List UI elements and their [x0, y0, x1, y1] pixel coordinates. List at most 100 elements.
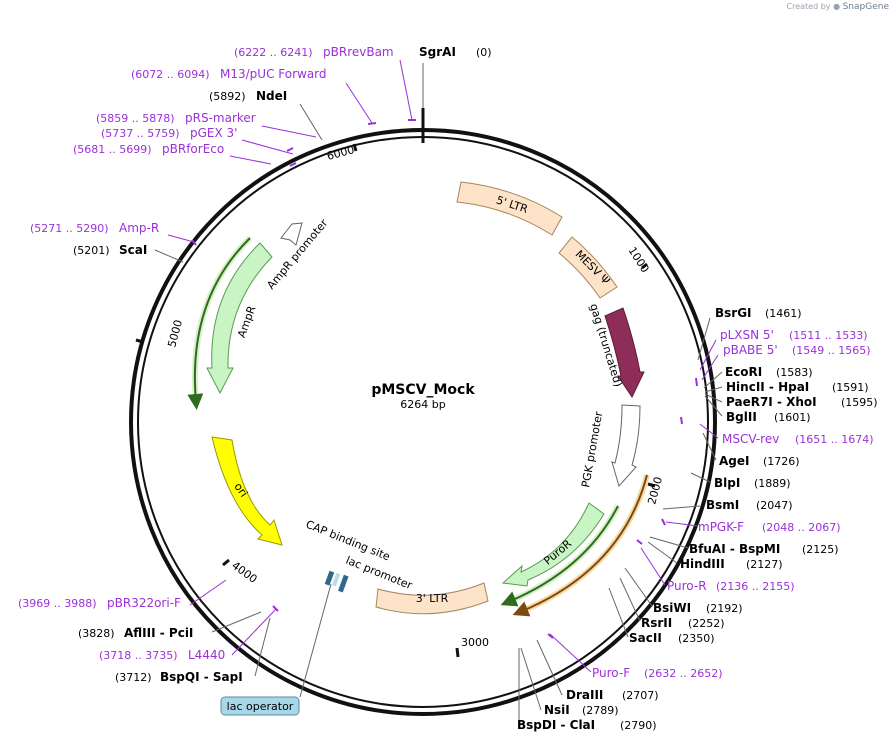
- site-name: pGEX 3': [190, 126, 237, 140]
- site-label-ecori[interactable]: EcoRI (1583): [725, 365, 813, 379]
- site-label-l4440[interactable]: (3718 .. 3735) L4440: [99, 648, 225, 662]
- site-name: BglII: [726, 410, 757, 424]
- feature-pgk-promoter[interactable]: PGK promoter: [579, 404, 641, 489]
- feature-ampr-promoter[interactable]: AmpR promoter: [264, 216, 330, 292]
- site-label-prs-marker[interactable]: (5859 .. 5878) pRS-marker: [96, 111, 256, 125]
- site-label-hincii-hpai[interactable]: HincII - HpaI (1591): [726, 380, 869, 394]
- site-name: pBR322ori-F: [107, 596, 181, 610]
- site-label-puro-f[interactable]: Puro-F (2632 .. 2652): [592, 666, 723, 680]
- site-label-draiii[interactable]: DraIII (2707): [566, 688, 659, 702]
- site-label-bglii[interactable]: BglII (1601): [726, 410, 811, 424]
- line-bsiwi: [624, 567, 653, 607]
- site-label-m13-puc-forward[interactable]: (6072 .. 6094) M13/pUC Forward: [131, 67, 327, 81]
- site-pos: (1595): [841, 396, 878, 409]
- site-name: BsmI: [706, 498, 739, 512]
- puro-orange-track: [512, 474, 648, 617]
- feature-mesv-psi[interactable]: MESV Ψ: [558, 236, 618, 299]
- feature-ampr-track: [187, 237, 251, 410]
- site-label-ndei[interactable]: (5892) NdeI: [209, 89, 287, 103]
- site-pos: (2125): [802, 543, 839, 556]
- feature-gag-truncated[interactable]: gag (truncated): [587, 302, 645, 399]
- snapgene-watermark: Created by ● SnapGene: [787, 2, 890, 12]
- site-label-bspdi-clai[interactable]: BspDI - ClaI (2790): [517, 718, 657, 732]
- feature-5-ltr[interactable]: 5' LTR: [456, 181, 563, 236]
- site-name: DraIII: [566, 688, 603, 702]
- site-name: pLXSN 5': [720, 328, 774, 342]
- site-label-plxsn-5[interactable]: pLXSN 5' (1511 .. 1533): [720, 328, 868, 342]
- site-label-amp-r[interactable]: (5271 .. 5290) Amp-R: [30, 221, 159, 235]
- feature-ampr[interactable]: AmpR: [187, 235, 273, 410]
- site-name: AflIII - PciI: [124, 626, 193, 640]
- site-pos: (6222 .. 6241): [234, 46, 313, 59]
- site-label-mscv-rev[interactable]: MSCV-rev (1651 .. 1674): [722, 432, 874, 446]
- site-name: BsiWI: [653, 601, 691, 615]
- feature-lac-operator: [332, 572, 341, 587]
- site-label-bspqi-sapi[interactable]: (3712) BspQI - SapI: [115, 670, 243, 684]
- feature-ampr-shape: [206, 242, 273, 395]
- site-pos: (1591): [832, 381, 869, 394]
- line-blpi: [690, 472, 711, 483]
- site-name: PaeR7I - XhoI: [726, 395, 817, 409]
- site-name: HindIII: [680, 557, 725, 571]
- site-label-agei[interactable]: AgeI (1726): [719, 454, 800, 468]
- site-label-pbr322ori-f[interactable]: (3969 .. 3988) pBR322ori-F: [18, 596, 181, 610]
- primer-tick-mscv-rev: [680, 416, 683, 425]
- site-label-bsmi[interactable]: BsmI (2047): [706, 498, 793, 512]
- line-puro-r: [640, 547, 666, 586]
- site-label-rsrii[interactable]: RsrII (2252): [641, 616, 725, 630]
- site-label-sgrai[interactable]: SgrAI (0): [419, 45, 492, 59]
- site-pos: (5681 .. 5699): [73, 143, 152, 156]
- line-mscv-rev: [699, 423, 719, 439]
- feature-lac-promoter: [338, 574, 349, 593]
- feature-puror-shape: [501, 502, 605, 587]
- site-name: NdeI: [256, 89, 287, 103]
- tick-label-3000: 3000: [461, 636, 489, 649]
- site-label-pbrforeco[interactable]: (5681 .. 5699) pBRforEco: [73, 142, 224, 156]
- site-name: HincII - HpaI: [726, 380, 809, 394]
- site-name: Amp-R: [119, 221, 159, 235]
- site-pos: (5271 .. 5290): [30, 222, 109, 235]
- site-label-bfuai-bspmi[interactable]: BfuAI - BspMI (2125): [689, 542, 839, 556]
- lac-operator-box[interactable]: [220, 696, 300, 716]
- feature-ori[interactable]: ori: [211, 436, 283, 546]
- tick-label-5000: 5000: [165, 318, 185, 348]
- primer-tick-mpgk-f: [661, 518, 666, 526]
- site-label-hindiii[interactable]: HindIII (2127): [680, 557, 783, 571]
- feature-3-ltr[interactable]: 3' LTR: [375, 582, 489, 615]
- site-pos: (3969 .. 3988): [18, 597, 97, 610]
- site-label-puro-r[interactable]: Puro-R (2136 .. 2155): [667, 579, 795, 593]
- site-pos: (3712): [115, 671, 152, 684]
- site-name: pBRforEco: [162, 142, 224, 156]
- site-label-bsrgi[interactable]: BsrGI (1461): [715, 306, 802, 320]
- site-label-afliii-pcii[interactable]: (3828) AflIII - PciI: [78, 626, 193, 640]
- feature-ampr-label: AmpR: [235, 304, 259, 340]
- site-pos: (0): [476, 46, 492, 59]
- site-label-pgex-3[interactable]: (5737 .. 5759) pGEX 3': [101, 126, 237, 140]
- tick-4000: [222, 558, 230, 567]
- site-label-pbrrevbam[interactable]: (6222 .. 6241) pBRrevBam: [234, 45, 394, 59]
- site-label-mpgk-f[interactable]: mPGK-F (2048 .. 2067): [698, 520, 841, 534]
- site-label-nsii[interactable]: NsiI (2789): [544, 703, 619, 717]
- site-label-blpi[interactable]: BlpI (1889): [714, 476, 791, 490]
- site-label-scai[interactable]: (5201) ScaI: [73, 243, 147, 257]
- site-label-pbabe-5[interactable]: pBABE 5' (1549 .. 1565): [723, 343, 871, 357]
- line-hincii: [704, 386, 723, 393]
- tick-3000: [455, 647, 460, 658]
- tick-6000: [352, 143, 358, 152]
- primer-tick-plxsn: [695, 377, 698, 387]
- site-label-bsiwi[interactable]: BsiWI (2192): [653, 601, 743, 615]
- line-l4440: [231, 608, 277, 656]
- site-label-paer7i-xhoi[interactable]: PaeR7I - XhoI (1595): [726, 395, 878, 409]
- feature-3-ltr-shape: [375, 582, 489, 615]
- feature-puror[interactable]: PuroR: [500, 502, 621, 607]
- site-name: NsiI: [544, 703, 570, 717]
- site-pos: (5201): [73, 244, 110, 257]
- site-pos: (1726): [763, 455, 800, 468]
- line-ndei: [299, 103, 323, 141]
- site-label-sacii[interactable]: SacII (2350): [629, 631, 715, 645]
- site-name: MSCV-rev: [722, 432, 779, 446]
- tick-label-1000: 1000: [625, 245, 651, 276]
- watermark-brand: SnapGene: [842, 2, 889, 12]
- tick-label-4000: 4000: [229, 559, 259, 586]
- site-pos: (5859 .. 5878): [96, 112, 175, 125]
